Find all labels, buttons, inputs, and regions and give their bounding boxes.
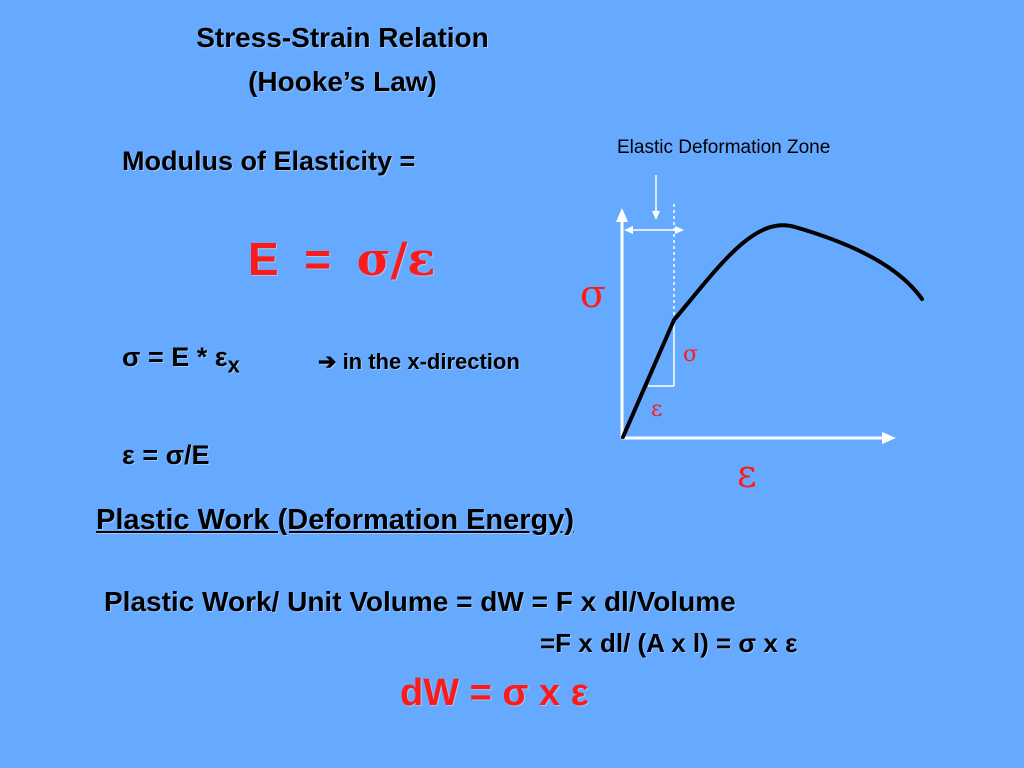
slide-title-line2: (Hooke’s Law) — [248, 66, 437, 97]
formula-rhs: σ/ε — [356, 232, 436, 286]
plastic-work-heading: Plastic Work (Deformation Energy) — [96, 504, 575, 536]
epsilon-equation: ε = σ/E — [122, 440, 210, 470]
x-direction-note: ➔ in the x-direction — [318, 349, 520, 375]
zone-width-arrow-left — [624, 226, 633, 234]
arrow-right-icon: ➔ — [318, 349, 337, 374]
slide-title-line1: Stress-Strain Relation — [196, 22, 489, 53]
y-axis-arrowhead — [616, 208, 628, 222]
elastic-zone-label: Elastic Deformation Zone — [617, 137, 831, 158]
slope-sigma-label: σ — [683, 342, 699, 367]
zone-width-arrow-right — [675, 226, 684, 234]
plastic-work-line2: =F x dl/ (A x l) = σ x ε — [540, 628, 798, 658]
formula-lhs: E — [248, 233, 279, 285]
sigma-equation-subscript: x — [227, 352, 240, 378]
y-axis-sigma-label: σ — [580, 272, 606, 316]
formula-equals: = — [304, 233, 332, 285]
slope-epsilon-label: ε — [651, 397, 663, 422]
modulus-formula: E = σ/ε — [248, 232, 435, 286]
stress-strain-diagram — [616, 175, 924, 444]
x-axis-arrowhead — [882, 432, 896, 444]
plastic-work-result: dW = σ x ε — [400, 672, 589, 714]
modulus-label: Modulus of Elasticity = — [122, 146, 416, 176]
stress-strain-curve — [621, 223, 924, 439]
zone-pointer-arrowhead — [652, 211, 660, 220]
x-axis-epsilon-label: ε — [737, 452, 757, 496]
x-direction-text: in the x-direction — [342, 349, 520, 374]
plastic-work-line1: Plastic Work/ Unit Volume = dW = F x dl/… — [104, 586, 736, 617]
sigma-equation-main: σ = E * ε — [122, 342, 228, 372]
sigma-equation: σ = E * εx — [122, 342, 240, 378]
